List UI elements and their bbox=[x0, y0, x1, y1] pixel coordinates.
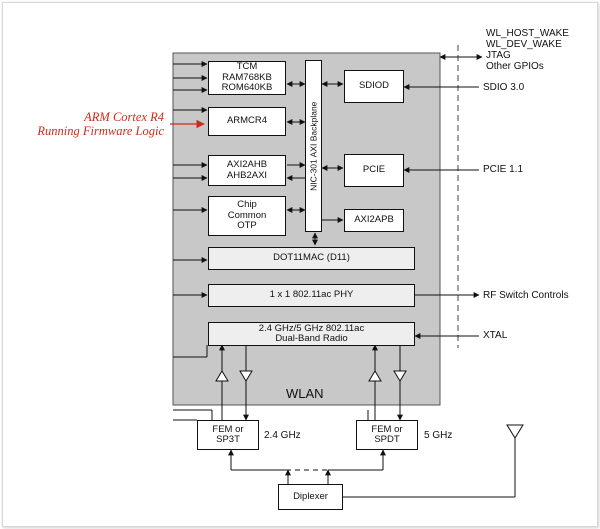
chip-common-line-3: OTP bbox=[237, 220, 257, 232]
chip-common-line-1: Chip bbox=[237, 199, 257, 211]
tcm-line-2: RAM768KB bbox=[222, 71, 272, 83]
gpio-label-3: JTAG bbox=[486, 50, 511, 61]
armcr4-block: ARMCR4 bbox=[208, 107, 286, 136]
axi2ahb-block: AXI2AHB AHB2AXI bbox=[208, 155, 286, 186]
armcr4-label: ARMCR4 bbox=[226, 115, 268, 127]
gpio-label-2: WL_DEV_WAKE bbox=[486, 39, 562, 50]
tcm-line-1: TCM bbox=[236, 61, 258, 73]
amp-down-5 bbox=[393, 370, 407, 382]
backplane-label: NIC-301 AXI Backplane bbox=[308, 101, 319, 191]
fem-5-block: FEM or SPDT bbox=[356, 420, 418, 450]
fem-24-line-2: SP3T bbox=[216, 434, 240, 445]
radio-block: 2.4 GHz/5 GHz 802.11ac Dual-Band Radio bbox=[208, 322, 415, 346]
tcm-block: TCM RAM768KB ROM640KB bbox=[208, 61, 286, 95]
phy-label: 1 x 1 802.11ac PHY bbox=[269, 289, 354, 301]
radio-line-1: 2.4 GHz/5 GHz 802.11ac bbox=[258, 322, 365, 334]
fem-24-line-1: FEM or bbox=[212, 423, 244, 435]
tcm-line-3: ROM640KB bbox=[221, 82, 273, 94]
gpio-label-4: Other GPIOs bbox=[486, 61, 544, 72]
backplane-block: NIC-301 AXI Backplane bbox=[305, 60, 322, 232]
chip-common-block: Chip Common OTP bbox=[208, 196, 286, 236]
dot11mac-label: DOT11MAC (D11) bbox=[273, 252, 350, 264]
amp-down-24 bbox=[239, 370, 253, 382]
diplexer-block: Diplexer bbox=[278, 484, 343, 510]
gpio-label-1: WL_HOST_WAKE bbox=[486, 28, 569, 39]
antenna-icon bbox=[506, 424, 524, 439]
fem-5-line-1: FEM or bbox=[371, 423, 403, 435]
wlan-label: WLAN bbox=[286, 386, 324, 401]
axi2ahb-line-2: AHB2AXI bbox=[226, 169, 268, 181]
pcie-ext-label: PCIE 1.1 bbox=[483, 164, 524, 175]
amp-up-24 bbox=[215, 370, 229, 382]
annotation-line-2: Running Firmware Logic bbox=[37, 124, 164, 138]
axi2apb-block: AXI2APB bbox=[344, 209, 404, 232]
axi2apb-label: AXI2APB bbox=[354, 214, 394, 226]
rf-switch-label: RF Switch Controls bbox=[483, 290, 569, 301]
phy-block: 1 x 1 802.11ac PHY bbox=[208, 284, 415, 307]
dot11mac-block: DOT11MAC (D11) bbox=[208, 247, 415, 270]
fem-5-line-2: SPDT bbox=[374, 434, 400, 445]
diplexer-label: Diplexer bbox=[293, 490, 328, 502]
fem-24-block: FEM or SP3T bbox=[197, 420, 259, 450]
sdiod-label: SDIOD bbox=[358, 80, 390, 92]
xtal-label: XTAL bbox=[483, 330, 508, 341]
band-5-label: 5 GHz bbox=[424, 430, 453, 441]
sdiod-block: SDIOD bbox=[344, 70, 404, 103]
axi2ahb-line-1: AXI2AHB bbox=[226, 159, 268, 170]
radio-line-2: Dual-Band Radio bbox=[275, 333, 348, 344]
pcie-block: PCIE bbox=[344, 154, 404, 187]
pcie-label: PCIE bbox=[362, 164, 386, 176]
annotation-line-1: ARM Cortex R4 bbox=[84, 110, 164, 124]
arm-annotation: ARM Cortex R4 Running Firmware Logic bbox=[10, 110, 164, 138]
amp-up-5 bbox=[368, 370, 382, 382]
chip-common-line-2: Common bbox=[227, 209, 267, 221]
band-24-label: 2.4 GHz bbox=[264, 430, 301, 441]
sdio-label: SDIO 3.0 bbox=[483, 82, 525, 93]
